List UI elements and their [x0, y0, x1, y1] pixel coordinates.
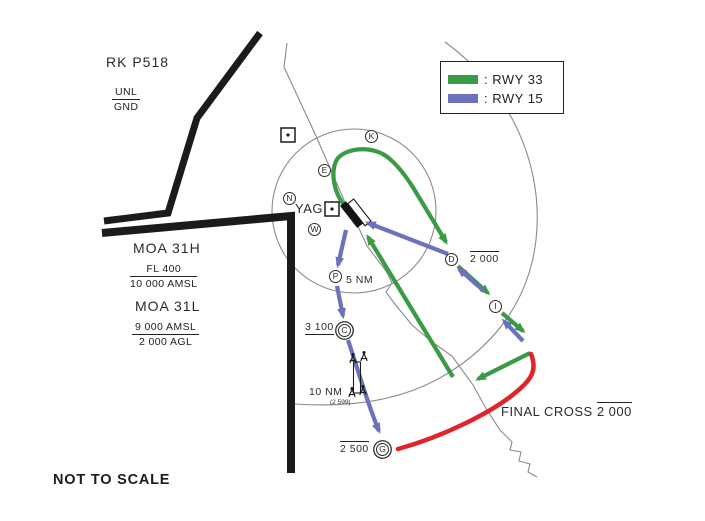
rwy33-final [366, 234, 455, 379]
obstacle-group [348, 351, 368, 398]
d-altitude-label: 2 000 [470, 251, 499, 265]
rwy15-i-to-d [456, 266, 486, 293]
obstacle-icon [359, 385, 367, 396]
runway-strip-filled [340, 201, 364, 228]
rwy33-i-to-end [500, 311, 526, 334]
fix-n: N [283, 192, 296, 205]
rwy15-d-to-runway [364, 221, 449, 256]
final-cross-altitude: 2 000 [596, 402, 632, 419]
rwy15-runway-to-p [335, 229, 349, 269]
moa31l-lower: 2 000 AGL [138, 336, 193, 348]
airport-dot [330, 207, 334, 211]
final-cross-text: FINAL CROSS [501, 404, 593, 419]
fix-c: C [338, 324, 351, 337]
range-ring-5nm [271, 128, 437, 294]
p518-limits: UNL GND [112, 86, 141, 113]
rwy15-color-swatch [448, 94, 478, 103]
fix-g: G [376, 443, 389, 456]
obstacle-icon [349, 353, 357, 364]
p-distance-label: 5 NM [346, 274, 374, 286]
c-altitude-value: 3 100 [305, 321, 334, 335]
rwy33-loop-path [331, 147, 448, 245]
moa31h-limits: FL 400 10 000 AMSL [130, 263, 198, 290]
moa31l-name: MOA 31L [135, 298, 201, 314]
c-altitude-label: 3 100 [305, 321, 334, 335]
rwy33-base-turn [475, 351, 531, 381]
rwy15-p-to-c [334, 285, 346, 320]
moa-boundary [101, 211, 295, 473]
moa31h-lower: 10 000 AMSL [130, 278, 198, 290]
airport-code: YAG [295, 201, 323, 216]
fix-d: D [445, 253, 458, 266]
legend-rwy15: : RWY 15 [441, 89, 563, 108]
moa31h-upper: FL 400 [130, 263, 198, 277]
legend-rwy33: : RWY 33 [441, 70, 563, 89]
fix-p: P [329, 270, 342, 283]
facility-symbols [280, 127, 340, 217]
obstacle-icon [348, 387, 356, 398]
p518-name: RK P518 [106, 54, 170, 70]
obstacle-icon [360, 351, 368, 362]
moa31h-name: MOA 31H [133, 240, 201, 256]
not-to-scale-note: NOT TO SCALE [53, 472, 171, 488]
g-altitude-label: 2 500 [340, 441, 369, 455]
p518-upper: UNL [112, 86, 141, 100]
fix-k: K [365, 130, 378, 143]
fix-i: I [489, 300, 502, 313]
legend: : RWY 33 : RWY 15 [440, 61, 564, 114]
ring-distance-label: 10 NM [309, 386, 343, 398]
facility-dot [286, 133, 290, 137]
p518-boundary [103, 30, 263, 225]
final-turn-arc [395, 351, 536, 452]
p518-lower: GND [113, 101, 139, 113]
fix-w: W [308, 223, 321, 236]
rwy15-end-to-i [501, 318, 525, 343]
legend-rwy33-label: : RWY 33 [484, 72, 544, 87]
obstacle-elevation-label: (2 599) [330, 399, 351, 406]
rwy15-track [334, 221, 525, 435]
moa31l-upper: 9 000 AMSL [132, 321, 200, 335]
rwy33-color-swatch [448, 75, 478, 84]
obstacle-box [352, 361, 362, 394]
range-arc-10nm [294, 41, 538, 406]
d-altitude-value: 2 000 [470, 251, 499, 265]
g-altitude-value: 2 500 [340, 441, 369, 455]
legend-rwy15-label: : RWY 15 [484, 91, 544, 106]
final-cross-label: FINAL CROSS 2 000 [501, 402, 632, 419]
fix-e: E [318, 164, 331, 177]
moa31l-limits: 9 000 AMSL 2 000 AGL [132, 321, 200, 348]
